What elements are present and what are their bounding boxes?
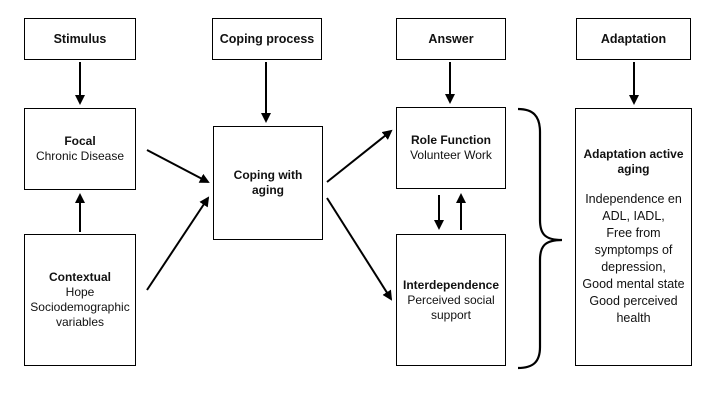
focal-text: Chronic Disease	[35, 149, 125, 163]
contextual-title: Contextual	[48, 270, 111, 284]
adaptation-line-8: health	[616, 311, 651, 325]
adaptation-line-7: Good perceived	[589, 294, 678, 308]
coping-line-2: aging	[252, 183, 284, 197]
contextual-line-2: Sociodemographic	[30, 300, 130, 314]
adaptation-line-2: ADL, IADL,	[602, 209, 665, 223]
header-answer-label: Answer	[428, 32, 474, 46]
arrow-coping-to-interdependence	[326, 197, 393, 301]
arrow-coping-to-role	[326, 129, 393, 183]
contextual-line-1: Hope	[65, 285, 95, 299]
grouping-bracket	[517, 107, 563, 370]
adaptation-line-1: Independence en	[585, 192, 682, 206]
adaptation-line-4: symptomps of	[594, 243, 673, 257]
focal-box: Focal Chronic Disease	[24, 108, 136, 190]
role-function-text: Volunteer Work	[410, 148, 492, 162]
role-function-box: Role Function Volunteer Work	[396, 107, 506, 189]
adaptation-title-line-1: Adaptation active	[583, 147, 684, 161]
adaptation-line-6: Good mental state	[582, 277, 685, 291]
adaptation-line-3: Free from	[606, 226, 661, 240]
focal-title: Focal	[64, 134, 96, 148]
header-stimulus: Stimulus	[24, 18, 136, 60]
adaptation-title-line-2: aging	[617, 162, 650, 176]
header-answer: Answer	[396, 18, 506, 60]
interdependence-line-1: Perceived social	[407, 292, 495, 307]
interdependence-line-2: support	[430, 307, 472, 322]
role-function-title: Role Function	[411, 133, 491, 147]
coping-line-1: Coping with	[233, 168, 303, 182]
header-adaptation: Adaptation	[576, 18, 691, 60]
header-coping-process: Coping process	[212, 18, 322, 60]
header-coping-process-label: Coping process	[219, 32, 315, 46]
adaptation-line-5: depression,	[601, 260, 666, 274]
header-adaptation-label: Adaptation	[600, 32, 667, 46]
header-stimulus-label: Stimulus	[53, 32, 107, 46]
contextual-box: Contextual Hope Sociodemographic variabl…	[24, 234, 136, 366]
arrow-focal-to-coping	[146, 149, 210, 183]
interdependence-title: Interdependence	[402, 277, 500, 292]
arrow-contextual-to-coping	[146, 196, 210, 291]
contextual-line-3: variables	[55, 315, 105, 329]
adaptation-box: Adaptation active aging Independence en …	[575, 108, 692, 366]
interdependence-box: Interdependence Perceived social support	[396, 234, 506, 366]
coping-box: Coping with aging	[213, 126, 323, 240]
